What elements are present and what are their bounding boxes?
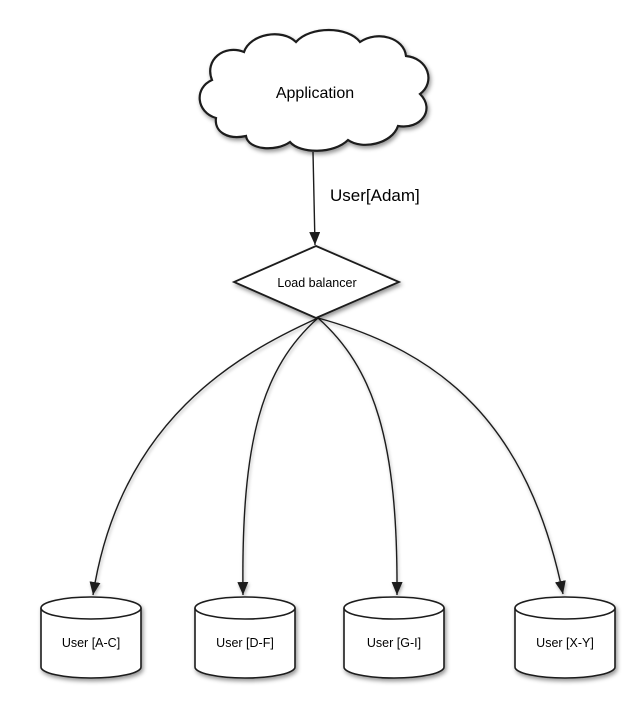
shard-node-x-y xyxy=(514,596,616,679)
database-cylinder-top xyxy=(194,596,296,620)
shard-label-a-c: User [A-C] xyxy=(62,636,120,650)
lb-to-shards-edges xyxy=(89,317,566,596)
database-cylinder-icon xyxy=(343,608,445,679)
shard-node-g-i xyxy=(343,596,445,679)
load-balancer-node xyxy=(231,245,402,319)
diamond-icon xyxy=(231,245,402,319)
shard-node-a-c xyxy=(40,596,142,679)
application-node xyxy=(198,29,430,152)
database-cylinder-icon xyxy=(194,608,296,679)
shard-label-x-y: User [X-Y] xyxy=(536,636,594,650)
edge-lb-to-shard-g-i xyxy=(317,317,403,596)
edge-lb-to-shard-a-c xyxy=(89,317,319,596)
edge-lb-to-shard-d-f xyxy=(237,317,319,596)
shard-label-g-i: User [G-I] xyxy=(367,636,421,650)
load-balancer-label: Load balancer xyxy=(277,276,356,290)
cloud-icon xyxy=(198,29,430,152)
database-cylinder-icon xyxy=(514,608,616,679)
database-cylinder-top xyxy=(343,596,445,620)
shard-node-d-f xyxy=(194,596,296,679)
database-cylinder-icon xyxy=(40,608,142,679)
application-label: Application xyxy=(276,85,354,102)
database-cylinder-top xyxy=(40,596,142,620)
database-cylinder-top xyxy=(514,596,616,620)
edge-label-user-adam: User[Adam] xyxy=(330,186,420,205)
edge-app-to-lb xyxy=(309,151,321,246)
shard-label-d-f: User [D-F] xyxy=(216,636,274,650)
edge-lb-to-shard-x-y xyxy=(317,317,566,595)
